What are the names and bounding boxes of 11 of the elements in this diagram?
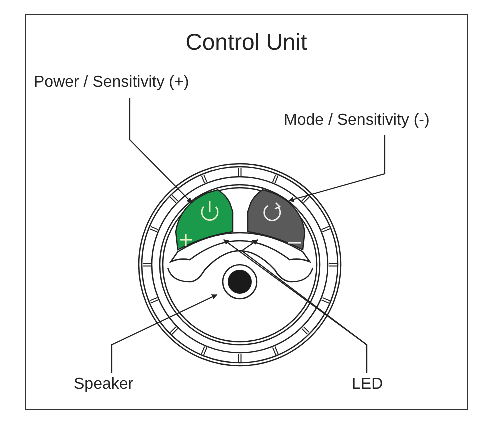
leader-line — [129, 98, 192, 204]
leader-line — [288, 135, 386, 202]
power-button — [175, 189, 234, 251]
callout-label: Mode / Sensitivity (-) — [284, 111, 430, 131]
callout-label: Speaker — [74, 375, 134, 395]
mode-button — [247, 189, 306, 251]
diagram-title: Control Unit — [184, 28, 308, 56]
led-band — [170, 232, 311, 263]
callout-label: LED — [352, 375, 384, 395]
callout-label: Power / Sensitivity (+) — [34, 73, 190, 93]
leader-line — [111, 294, 218, 373]
